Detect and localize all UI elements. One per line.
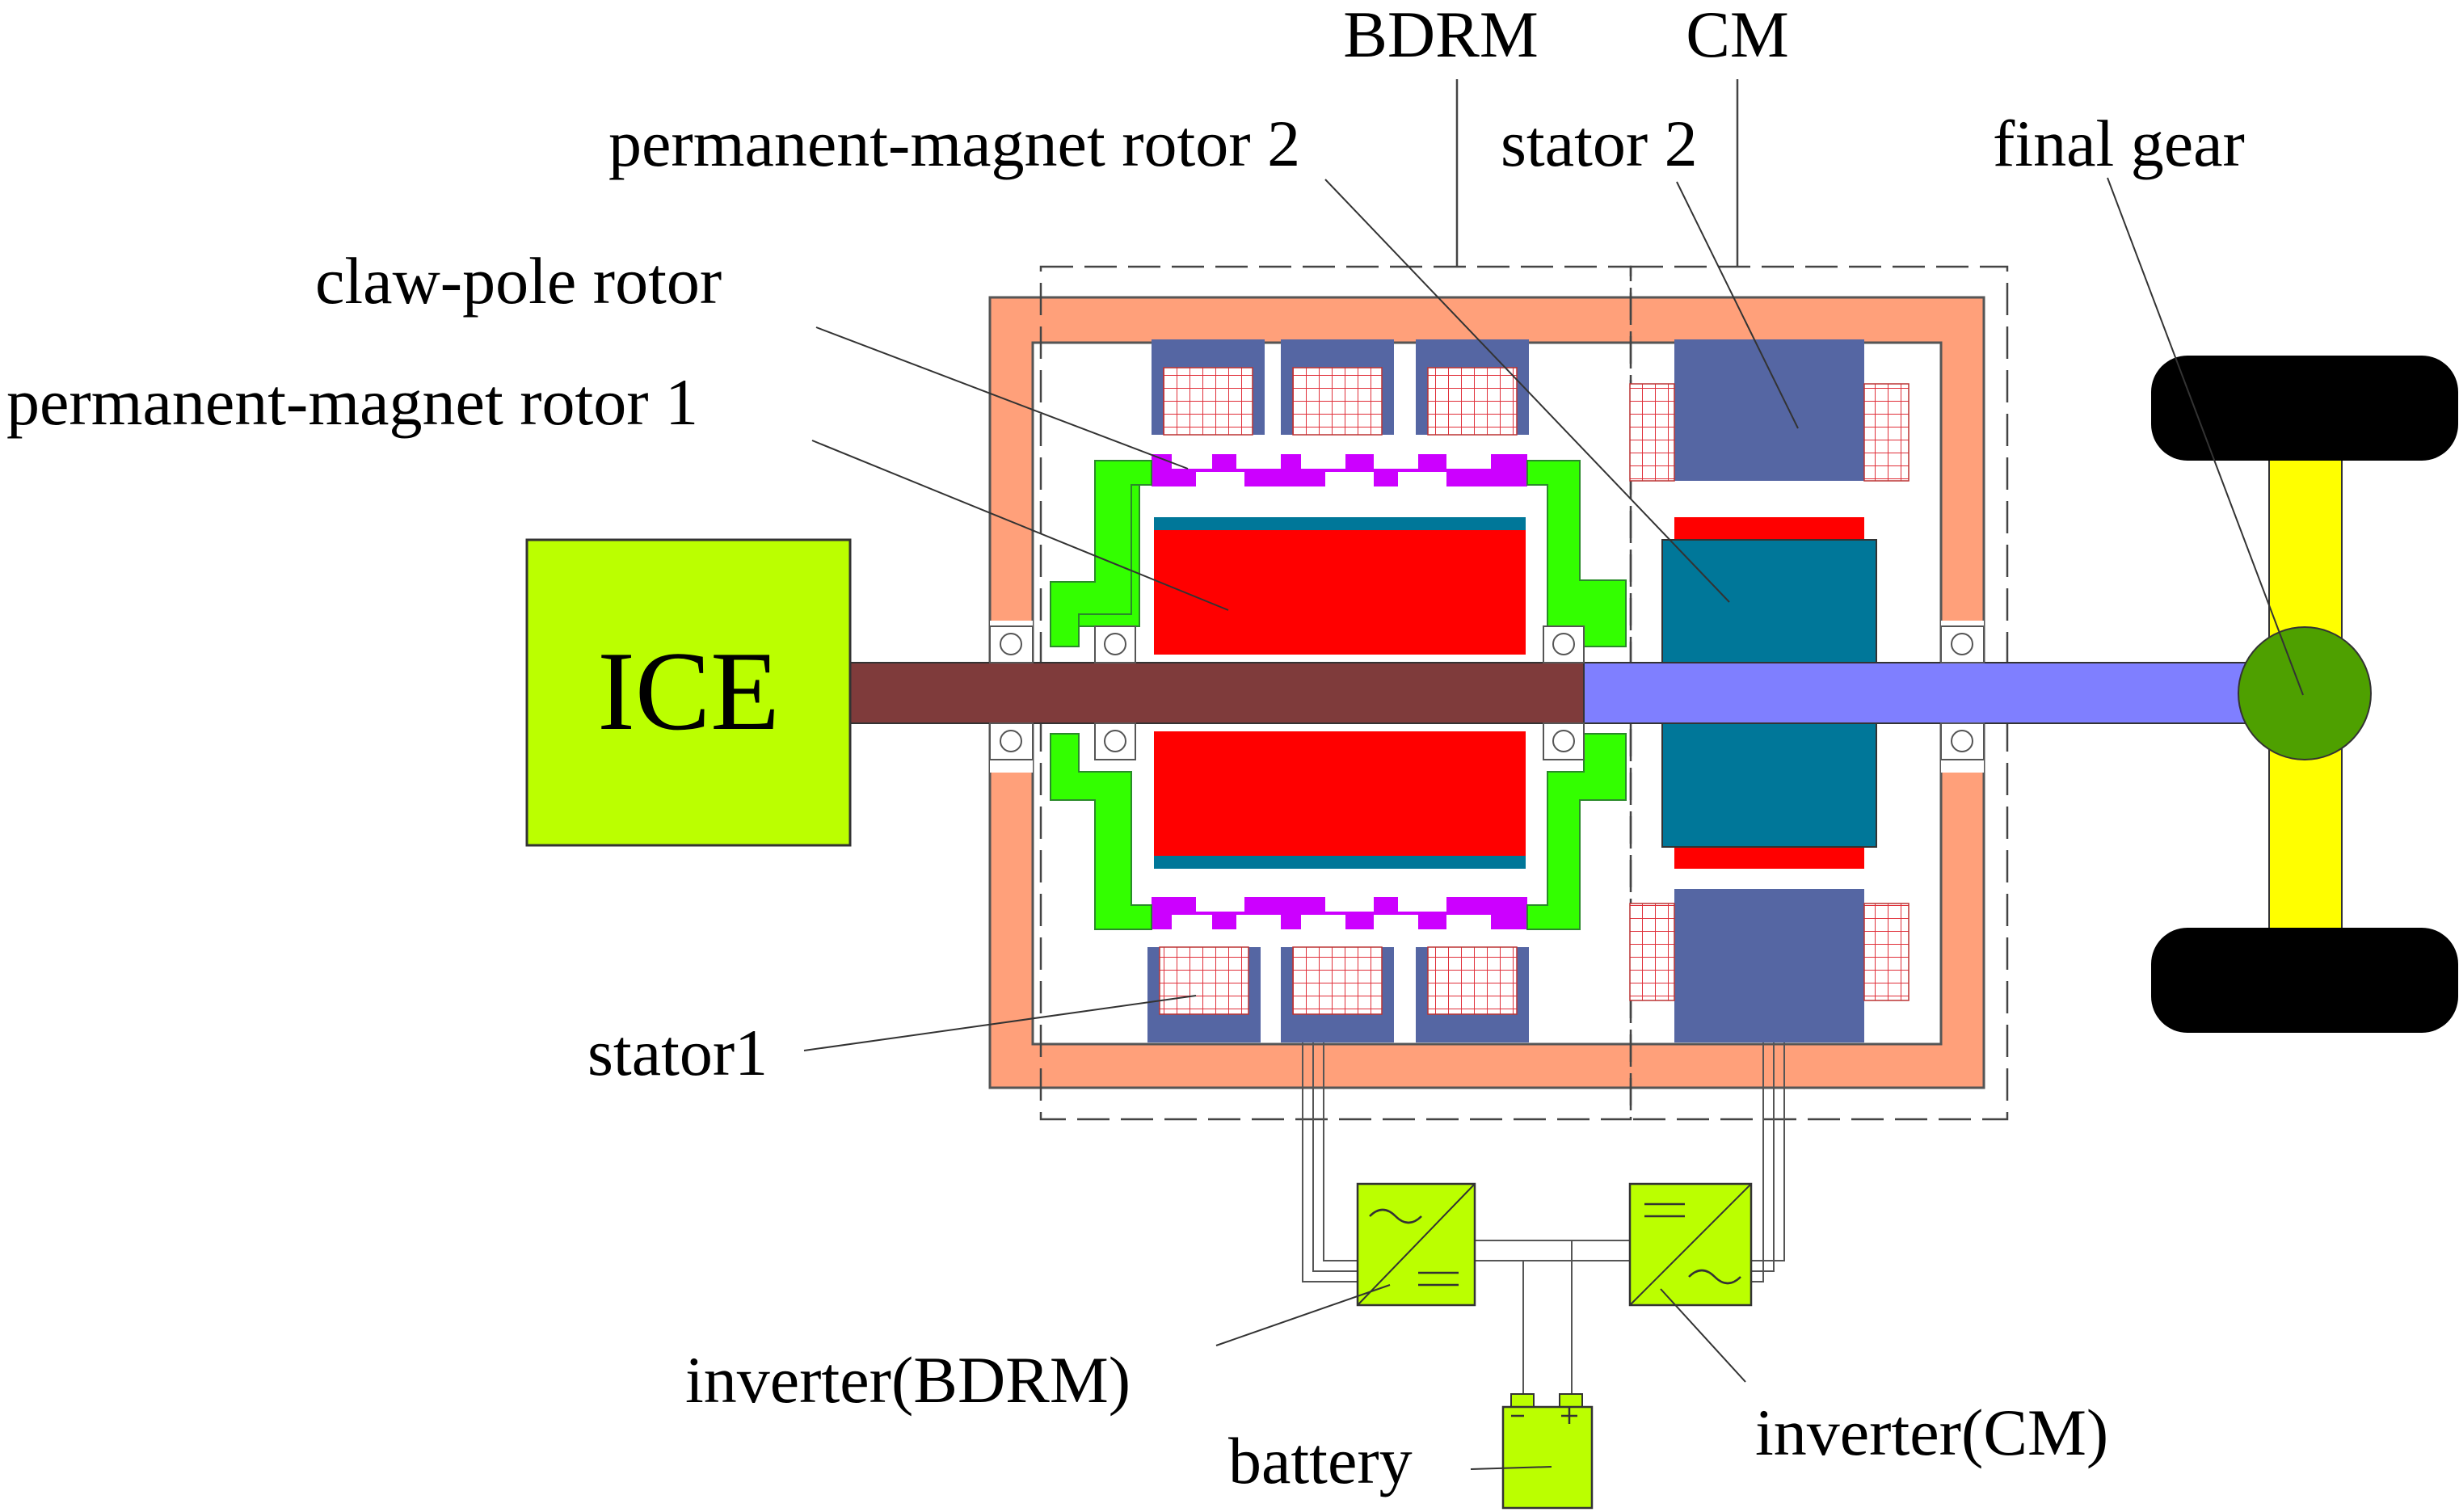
ice-label: ICE (597, 629, 780, 754)
claw-pole-rotor-bottom (1152, 897, 1527, 929)
inverter-cm-label: inverter(CM) (1755, 1396, 2108, 1469)
stator-2-label: stator 2 (1501, 107, 1698, 180)
bdrm-label: BDRM (1343, 0, 1539, 71)
ice-block (525, 538, 852, 847)
leader-lines (803, 177, 2304, 1470)
battery-icon (1501, 1393, 1594, 1510)
inverter-bdrm (1356, 1182, 1476, 1307)
final-gear (2238, 626, 2372, 760)
stator-1-top (1152, 339, 1529, 436)
claw-pole-frame (1050, 460, 1627, 930)
wheel-bottom (2151, 928, 2458, 1033)
pm-rotor-2-label: permanent-magnet rotor 2 (608, 107, 1300, 180)
inverter-bdrm-label: inverter(BDRM) (685, 1343, 1131, 1417)
claw-pole-rotor-label: claw-pole rotor (315, 244, 722, 318)
pm-rotor-1-label: permanent-magnet rotor 1 (6, 365, 698, 439)
inverter-cm (1628, 1182, 1753, 1307)
ice-shaft (848, 662, 1585, 724)
battery-label: battery (1228, 1424, 1413, 1497)
stator-2-top (1629, 339, 1910, 482)
stator-2-bottom (1629, 889, 1910, 1042)
output-shaft (1583, 662, 2280, 724)
permanent-magnet-rotor-1 (1154, 517, 1526, 869)
stator-1-bottom (1147, 946, 1529, 1042)
wheel-top (2151, 356, 2458, 461)
bearing-icon (989, 625, 1985, 760)
stator-1-label: stator1 (587, 1016, 768, 1089)
cm-label: CM (1686, 0, 1789, 71)
claw-pole-rotor-top (1152, 454, 1527, 486)
final-gear-label: final gear (1993, 107, 2245, 180)
